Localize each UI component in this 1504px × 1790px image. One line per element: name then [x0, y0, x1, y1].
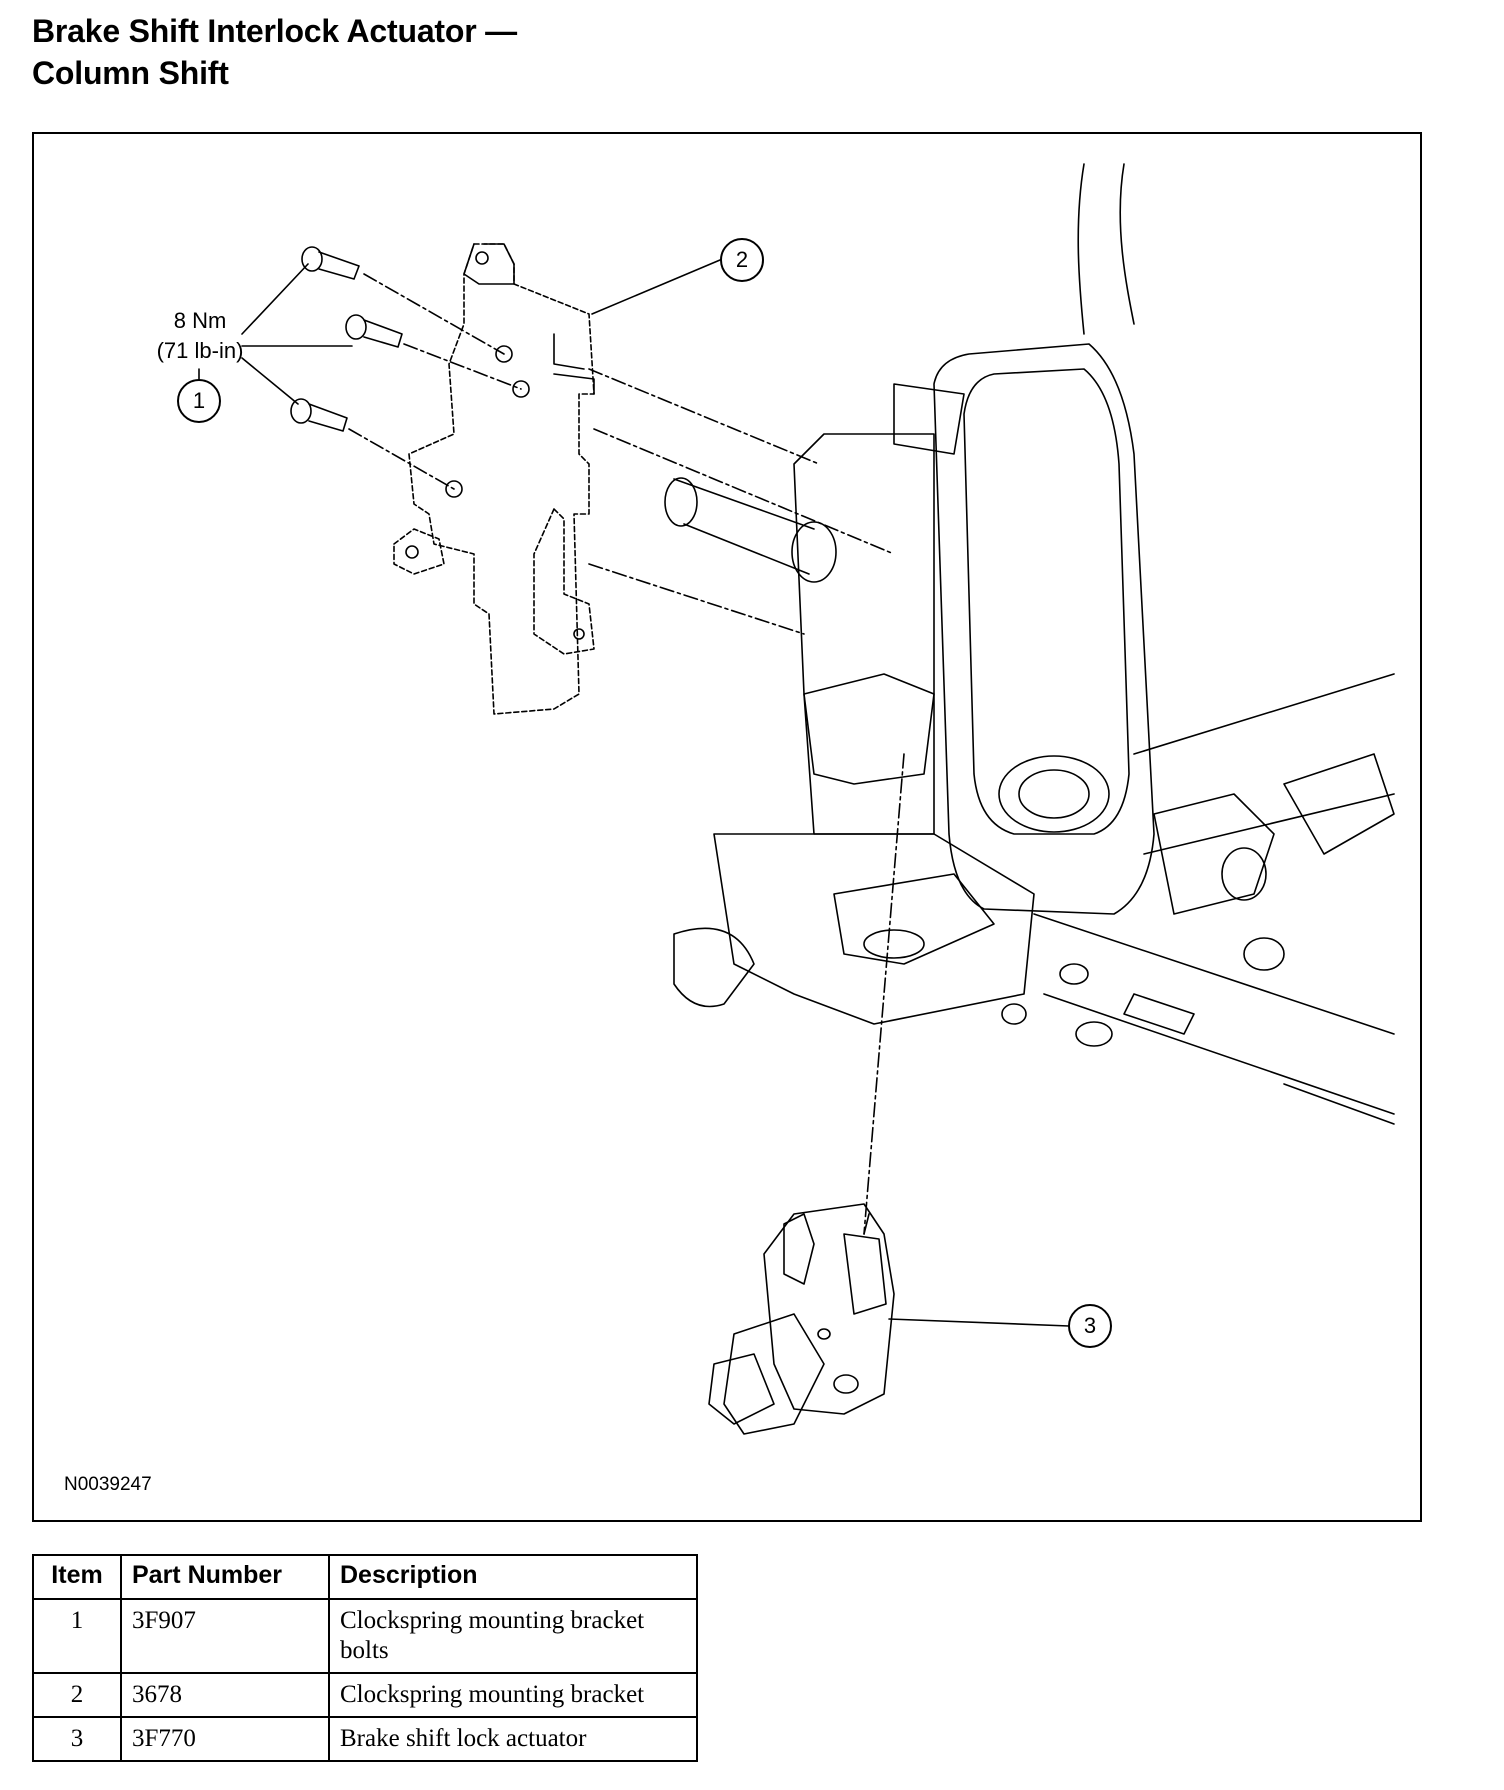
callout-3: 3 [1068, 1304, 1112, 1348]
title-line-2: Column Shift [32, 55, 229, 91]
figure-id: N0039247 [64, 1474, 152, 1495]
alignment-lines [348, 273, 905, 1235]
table-row: 2 3678 Clockspring mounting bracket [32, 1672, 698, 1718]
row-description: Clockspring mounting bracket [328, 1672, 698, 1718]
title-line-1: Brake Shift Interlock Actuator — [32, 13, 517, 49]
page-title: Brake Shift Interlock Actuator — Column … [32, 10, 517, 94]
row-description: Brake shift lock actuator [328, 1716, 698, 1762]
torque-nm: 8 Nm [173, 308, 227, 333]
exploded-view-figure: 8 Nm (71 lb-in) 1 2 3 N0039247 [32, 132, 1422, 1522]
table-header-row: Item Part Number Description [32, 1554, 698, 1600]
bracket-tab-top [463, 243, 515, 285]
callout-1: 1 [177, 379, 221, 423]
steering-column-drawing [664, 163, 1395, 1125]
col-description: Description [328, 1554, 698, 1600]
callout-2: 2 [720, 238, 764, 282]
torque-lbin: (71 lb-in) [156, 338, 244, 363]
parts-table: Item Part Number Description 1 3F907 Clo… [32, 1554, 698, 1762]
row-part-number: 3F907 [120, 1598, 330, 1674]
row-item: 3 [32, 1716, 122, 1762]
table-row: 3 3F770 Brake shift lock actuator [32, 1716, 698, 1762]
clockspring-bracket-drawing [408, 243, 595, 715]
row-part-number: 3678 [120, 1672, 330, 1718]
actuator-drawing [708, 1203, 895, 1435]
table-row: 1 3F907 Clockspring mounting bracket bol… [32, 1598, 698, 1674]
col-part-number: Part Number [120, 1554, 330, 1600]
row-item: 1 [32, 1598, 122, 1674]
callout-leaders [198, 259, 1070, 1327]
torque-spec: 8 Nm (71 lb-in) [140, 306, 260, 366]
col-item: Item [32, 1554, 122, 1600]
bolts-drawing [290, 246, 403, 432]
row-description: Clockspring mounting bracket bolts [328, 1598, 698, 1674]
line-drawing [198, 163, 1395, 1435]
row-item: 2 [32, 1672, 122, 1718]
row-part-number: 3F770 [120, 1716, 330, 1762]
